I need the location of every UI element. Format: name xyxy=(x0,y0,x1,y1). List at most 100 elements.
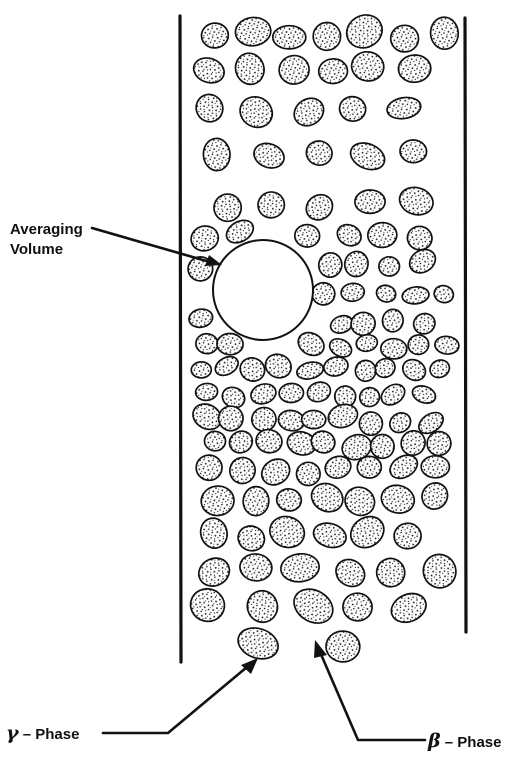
gamma-particle xyxy=(405,224,435,253)
gamma-particle xyxy=(201,22,229,49)
gamma-particle xyxy=(235,91,278,133)
gamma-particle xyxy=(325,401,360,431)
beta-phase-label: β – Phase xyxy=(427,730,502,752)
gamma-particle xyxy=(254,427,285,455)
gamma-particle xyxy=(288,582,339,630)
gamma-particle xyxy=(311,519,349,551)
gamma-particle xyxy=(235,522,269,554)
gamma-particle xyxy=(334,221,365,250)
gamma-particle xyxy=(358,385,382,408)
gamma-particle xyxy=(216,404,245,434)
gamma-particle xyxy=(279,552,320,584)
gamma-particle xyxy=(406,333,431,357)
gamma-particle xyxy=(203,138,231,172)
gamma-particle xyxy=(343,249,371,278)
gamma-particle xyxy=(353,358,378,383)
gamma-particle xyxy=(279,383,304,403)
gamma-particle xyxy=(349,49,386,83)
gamma-particle xyxy=(432,283,455,304)
gamma-particle xyxy=(311,282,336,306)
gamma-particle xyxy=(379,256,400,276)
gamma-particle xyxy=(400,139,428,163)
gamma-phase-particles xyxy=(186,9,461,664)
gamma-particle xyxy=(212,353,241,379)
gamma-particle xyxy=(380,338,407,359)
gamma-particle xyxy=(358,410,384,437)
tube-left-wall xyxy=(180,16,181,662)
gamma-particle xyxy=(191,362,211,378)
tube-right-wall xyxy=(465,18,466,632)
gamma-particle xyxy=(340,482,380,521)
gamma-particle xyxy=(421,456,449,478)
averaging-volume-circle xyxy=(213,240,313,340)
gamma-particle xyxy=(273,26,306,49)
gamma-particle xyxy=(200,484,236,517)
gamma-phase-suffix: – Phase xyxy=(19,726,80,743)
gamma-particle xyxy=(387,588,431,627)
gamma-particle xyxy=(190,54,227,87)
gamma-particle xyxy=(313,22,341,50)
gamma-particle xyxy=(434,335,460,355)
gamma-particle xyxy=(248,381,278,407)
gamma-particle xyxy=(427,357,452,381)
gamma-particle xyxy=(355,190,386,214)
gamma-phase-label: γ – Phase xyxy=(6,722,79,744)
gamma-particle xyxy=(374,283,397,304)
gamma-particle xyxy=(326,631,360,662)
gamma-particle xyxy=(372,554,410,592)
gamma-particle xyxy=(188,223,221,254)
gamma-particle xyxy=(390,24,419,52)
gamma-particle xyxy=(186,584,228,625)
gamma-particle xyxy=(244,587,281,626)
gamma-particle xyxy=(410,310,438,337)
gamma-particle xyxy=(397,54,431,84)
gamma-particle xyxy=(322,355,350,379)
gamma-particle xyxy=(294,328,328,360)
gamma-particle xyxy=(243,486,270,516)
gamma-particle xyxy=(239,552,274,582)
gamma-particle xyxy=(194,553,234,591)
gamma-particle xyxy=(331,554,370,592)
gamma-particle xyxy=(410,383,438,406)
gamma-particle xyxy=(234,16,272,48)
gamma-particle xyxy=(255,188,288,221)
gamma-particle xyxy=(378,482,417,517)
gamma-particle xyxy=(316,250,345,280)
gamma-particle xyxy=(304,138,335,168)
gamma-particle xyxy=(231,49,268,88)
gamma-particle xyxy=(430,16,460,50)
gamma-particle xyxy=(401,285,430,305)
gamma-particle xyxy=(337,94,368,124)
gamma-particle xyxy=(226,427,257,457)
gamma-particle xyxy=(305,379,333,405)
averaging-volume-label-line1: Averaging xyxy=(10,221,83,238)
gamma-phase-arrow xyxy=(103,658,258,733)
gamma-particle xyxy=(262,350,295,382)
gamma-particle xyxy=(217,333,244,355)
gamma-particle xyxy=(348,310,377,338)
gamma-particle xyxy=(340,282,365,302)
gamma-particle xyxy=(346,138,388,175)
gamma-particle xyxy=(417,478,453,514)
gamma-particle xyxy=(294,224,320,248)
gamma-particle xyxy=(195,454,223,481)
gamma-particle xyxy=(301,190,337,225)
gamma-particle xyxy=(265,512,309,553)
gamma-particle xyxy=(301,410,326,429)
gamma-particle xyxy=(289,93,329,131)
gamma-particle xyxy=(345,510,390,554)
gamma-particle xyxy=(396,183,436,218)
gamma-particle xyxy=(367,222,397,248)
gamma-particle xyxy=(250,139,287,172)
gamma-particle xyxy=(418,549,461,593)
gamma-particle xyxy=(393,522,422,550)
gamma-particle xyxy=(295,360,325,382)
gamma-particle xyxy=(296,461,321,486)
gamma-particle xyxy=(355,333,379,353)
gamma-particle xyxy=(192,90,228,126)
beta-symbol: β xyxy=(427,730,441,752)
gamma-particle xyxy=(187,307,214,329)
gamma-particle xyxy=(381,308,405,333)
gamma-particle xyxy=(399,356,429,385)
